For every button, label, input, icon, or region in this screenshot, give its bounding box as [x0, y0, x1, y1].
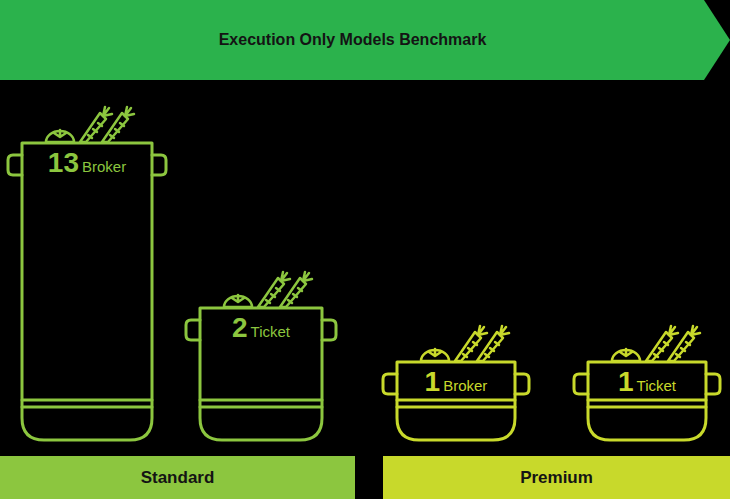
text-holder: Premium	[520, 468, 593, 488]
text-holder: 2Ticket	[200, 308, 322, 342]
pot-stripe	[397, 399, 515, 402]
title-arrow-banner	[0, 0, 730, 80]
model-label: Broker	[82, 159, 126, 174]
model-label: Ticket	[251, 324, 290, 339]
pot-stripe	[588, 399, 706, 402]
pot-stripe	[22, 406, 152, 409]
text-holder: 13Broker	[22, 143, 152, 177]
count-number: 1	[425, 368, 441, 396]
pot-stripe	[200, 406, 322, 409]
pot-stripe	[200, 399, 322, 402]
category-band: Standard	[0, 456, 355, 499]
text-holder: Standard	[141, 468, 215, 488]
vegetables-icon	[46, 107, 134, 142]
pot-stripe	[397, 406, 515, 409]
pot-body	[588, 362, 706, 440]
pot-handle	[322, 320, 336, 340]
pot-handle	[515, 374, 529, 394]
pot-body	[397, 362, 515, 440]
title-text: Execution Only Models Benchmark	[219, 31, 487, 49]
vegetables-icon	[612, 326, 700, 361]
band-label: Premium	[520, 468, 593, 487]
vegetables-icon	[421, 326, 509, 361]
pot-body	[22, 143, 152, 440]
pot-handle	[706, 374, 720, 394]
pot-node: 2Ticket	[200, 308, 322, 440]
pot-node: 1Broker	[397, 362, 515, 440]
text-holder: 1Broker	[397, 362, 515, 396]
model-label: Ticket	[637, 378, 676, 393]
pot-outline	[588, 362, 706, 440]
title-holder: Execution Only Models Benchmark	[0, 0, 705, 80]
count-number: 13	[48, 149, 79, 177]
text-holder: 1Ticket	[588, 362, 706, 396]
pot-handle	[152, 155, 166, 175]
pot-handle	[186, 320, 200, 340]
pot-node: 13Broker	[22, 143, 152, 440]
pot-outline	[22, 143, 152, 440]
pot-handle	[8, 155, 22, 175]
pot-node: 1Ticket	[588, 362, 706, 440]
count-number: 2	[232, 314, 248, 342]
pot-outline	[397, 362, 515, 440]
category-band: Premium	[383, 456, 730, 499]
vegetables-icon	[224, 272, 312, 307]
band-label: Standard	[141, 468, 215, 487]
pot-body	[200, 308, 322, 440]
pot-stripe	[588, 406, 706, 409]
count-number: 1	[618, 368, 634, 396]
model-label: Broker	[443, 378, 487, 393]
pot-stripe	[22, 399, 152, 402]
pot-handle	[383, 374, 397, 394]
pot-handle	[574, 374, 588, 394]
